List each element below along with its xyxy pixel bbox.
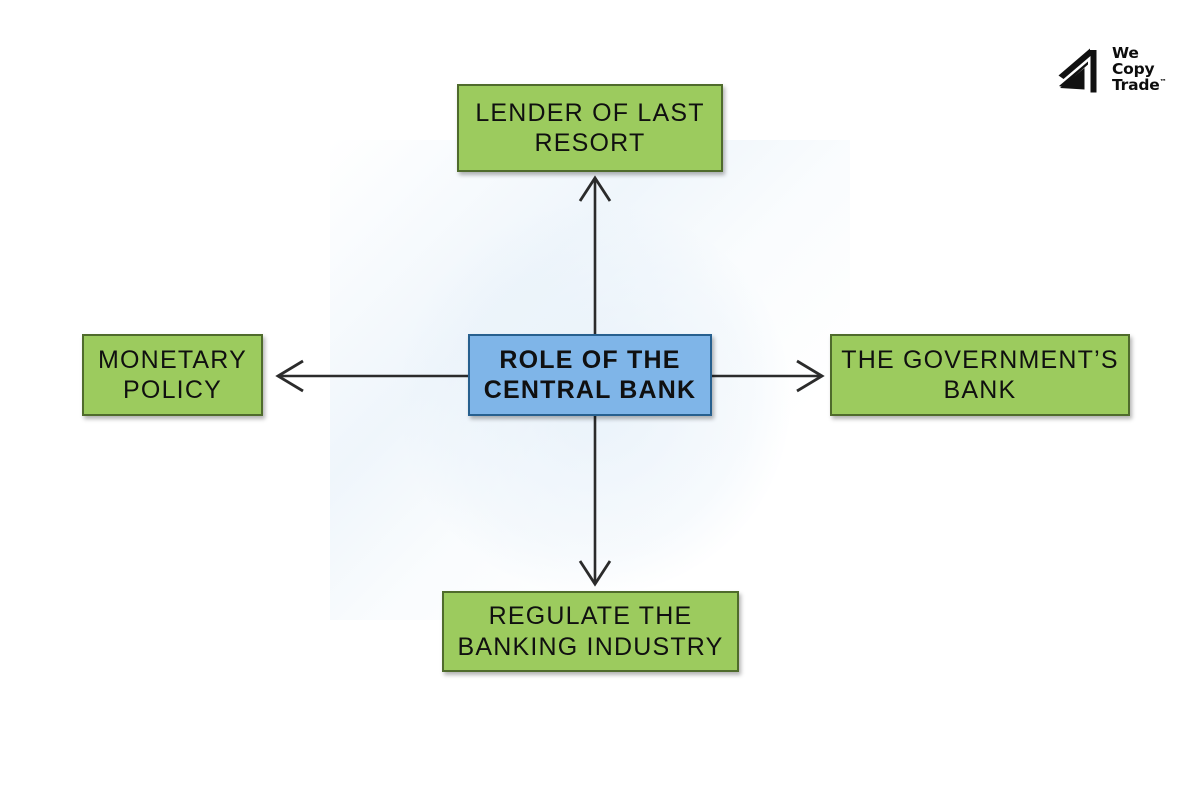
brand-logo[interactable]: We Copy Trade™ — [1057, 38, 1181, 100]
we-copy-trade-arrow-icon — [1058, 48, 1097, 93]
logo-line-we: We — [1112, 43, 1139, 62]
connector-arrow-right — [712, 359, 825, 393]
logo-line-copy: Copy — [1112, 59, 1155, 78]
trademark-symbol: ™ — [1159, 77, 1167, 86]
connector-arrow-down — [578, 414, 612, 587]
logo-line-trade: Trade™ — [1112, 76, 1167, 95]
connector-arrow-left — [275, 359, 468, 393]
logo-wordmark: We Copy Trade™ — [1112, 45, 1167, 93]
connector-arrow-up — [578, 175, 612, 336]
